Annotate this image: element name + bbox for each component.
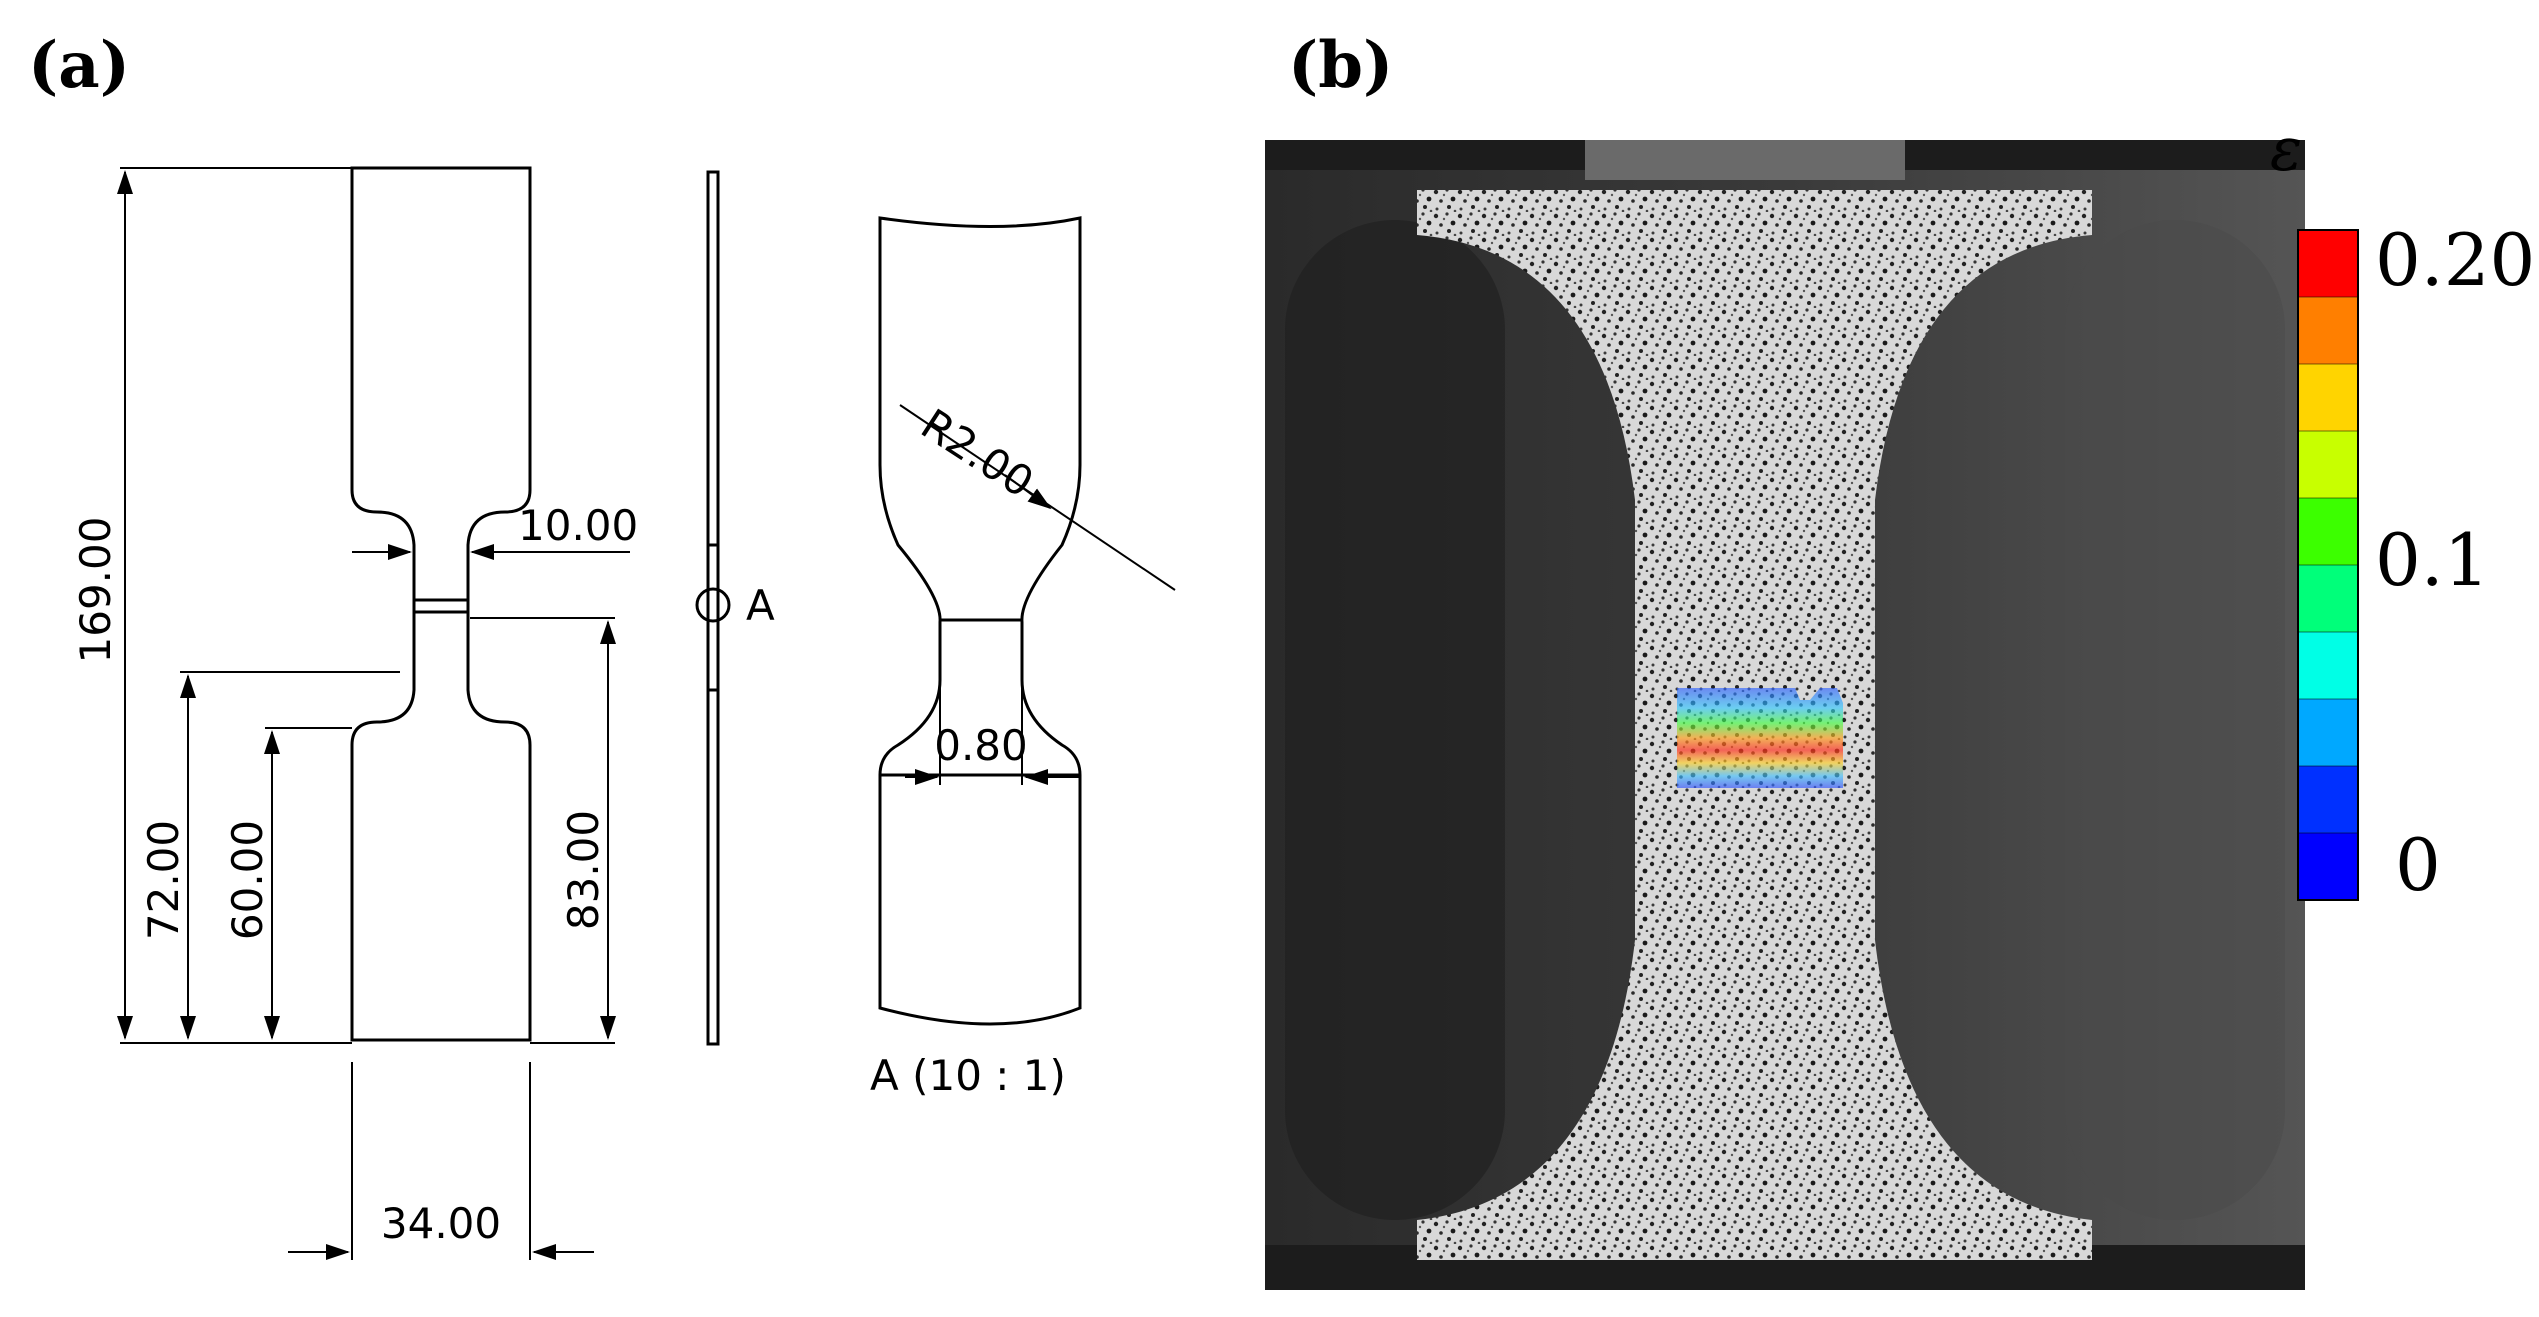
colorbar-band [2298, 699, 2358, 767]
dim-upper-offset: 83.00 [559, 810, 608, 930]
section-marker: A [746, 581, 775, 630]
colorbar-tick-max: 0.20 [2375, 218, 2535, 302]
colorbar-band [2298, 431, 2358, 499]
colorbar: ε 0.20 0.1 0 [2270, 120, 2535, 907]
colorbar-band [2298, 565, 2358, 633]
detail-gauge-width: 0.80 [934, 721, 1028, 770]
colorbar-band [2298, 498, 2358, 566]
dim-neck-width: 10.00 [518, 501, 638, 550]
dim-lower-grip-height: 60.00 [223, 820, 272, 940]
colorbar-bands [2298, 229, 2358, 901]
colorbar-band [2298, 833, 2358, 901]
section-circle [695, 587, 731, 623]
specimen-drawing: 169.00 72.00 60.00 83.00 10.00 34.00 A R… [71, 166, 1176, 1260]
colorbar-band [2298, 230, 2358, 298]
strain-symbol: ε [2270, 120, 2302, 185]
colorbar-tick-mid: 0.1 [2375, 518, 2490, 602]
dim-grip-width: 34.00 [381, 1199, 501, 1248]
colorbar-tick-min: 0 [2395, 823, 2441, 907]
panel-label-a: (a) [28, 28, 131, 103]
colorbar-band [2298, 364, 2358, 432]
strain-overlay [1677, 688, 1843, 788]
panel-label-b: (b) [1288, 28, 1394, 103]
colorbar-band [2298, 766, 2358, 834]
dim-lower-fillet-height: 72.00 [139, 820, 188, 940]
dim-total-length: 169.00 [71, 517, 120, 664]
side-view-plate [706, 170, 720, 1046]
colorbar-band [2298, 632, 2358, 700]
specimen-outline [350, 166, 532, 1042]
detail-caption: A (10 : 1) [870, 1051, 1066, 1100]
detail-outline [878, 216, 1082, 1026]
dic-photo [1265, 140, 2305, 1290]
colorbar-band [2298, 297, 2358, 365]
detail-radius: R2.00 [913, 399, 1043, 507]
